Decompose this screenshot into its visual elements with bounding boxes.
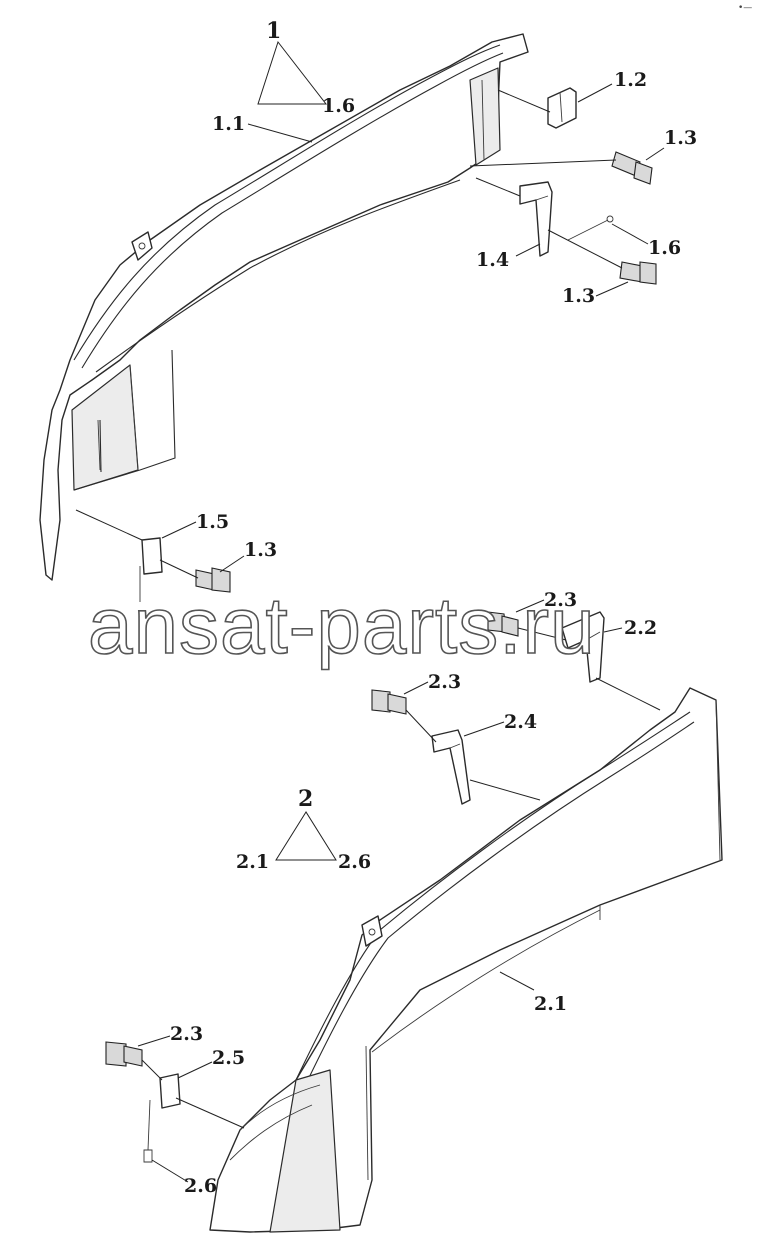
label-group-1: 1 bbox=[266, 18, 281, 44]
label-1-3-top: 1.3 bbox=[664, 127, 697, 149]
bracket-2-5 bbox=[143, 1073, 181, 1163]
watermark: ansat-parts.ru bbox=[88, 581, 596, 670]
lower-fender-panel bbox=[209, 687, 723, 1233]
bracket-1-4 bbox=[519, 181, 553, 257]
label-1-3-mid: 1.3 bbox=[562, 285, 595, 307]
label-1-6-right: 1.6 bbox=[648, 237, 681, 259]
label-1-5: 1.5 bbox=[196, 511, 229, 533]
label-1-2: 1.2 bbox=[614, 69, 647, 91]
label-2-5: 2.5 bbox=[212, 1047, 245, 1069]
label-2-6: 2.6 bbox=[184, 1175, 217, 1197]
label-2-4: 2.4 bbox=[504, 711, 537, 733]
clip-1-6-right bbox=[567, 215, 614, 241]
label-group-2: 2 bbox=[298, 786, 313, 812]
bracket-1-2 bbox=[547, 87, 577, 129]
label-2-1: 2.1 bbox=[534, 993, 567, 1015]
bolt-2-3-low bbox=[105, 1041, 143, 1067]
label-1-6-group: 1.6 bbox=[322, 95, 355, 117]
label-1-1: 1.1 bbox=[212, 113, 245, 135]
bolt-1-3-top bbox=[611, 151, 653, 185]
bracket-1-5 bbox=[139, 537, 163, 602]
label-2-3-low: 2.3 bbox=[170, 1023, 203, 1045]
label-2-3-top: 2.3 bbox=[544, 589, 577, 611]
bolt-2-3-top bbox=[487, 611, 519, 637]
label-2-2: 2.2 bbox=[624, 617, 657, 639]
label-1-4: 1.4 bbox=[476, 249, 509, 271]
bolt-1-3-mid bbox=[619, 261, 657, 285]
label-1-3-low: 1.3 bbox=[244, 539, 277, 561]
label-2-3-mid: 2.3 bbox=[428, 671, 461, 693]
bracket-2-2 bbox=[561, 611, 605, 683]
bolt-1-3-low bbox=[195, 567, 231, 593]
label-2-1-group: 2.1 bbox=[236, 851, 269, 873]
bolt-2-3-mid bbox=[371, 689, 407, 715]
bracket-2-4 bbox=[431, 729, 471, 805]
upper-fender-panel bbox=[39, 33, 529, 581]
corner-mark: •— bbox=[738, 3, 752, 13]
label-2-6-group: 2.6 bbox=[338, 851, 371, 873]
